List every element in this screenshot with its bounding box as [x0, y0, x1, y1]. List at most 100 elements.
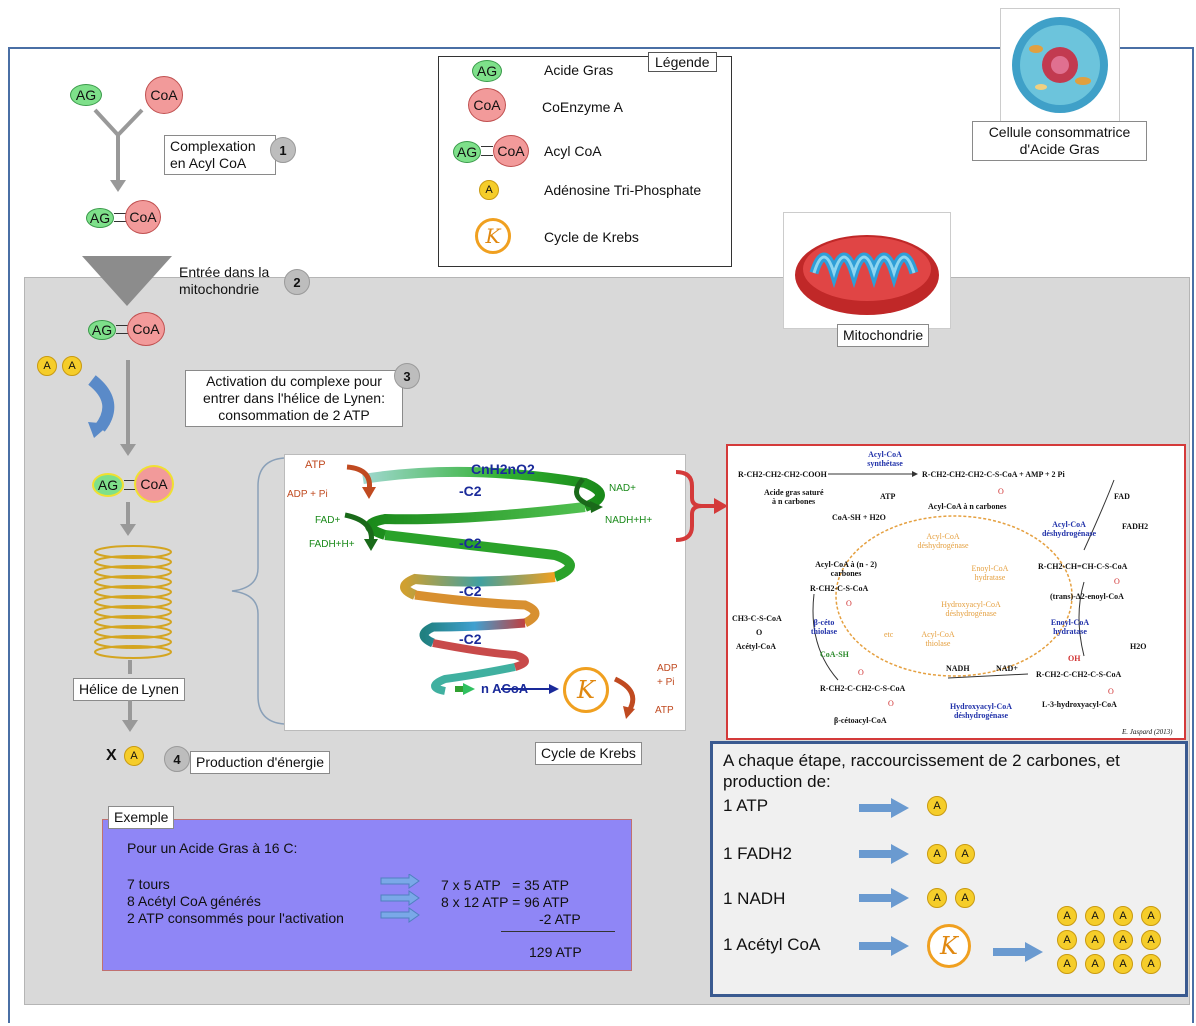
chem-s5b: β-cétoacyl-CoA — [834, 716, 887, 725]
bond-icon — [124, 480, 136, 490]
atp-icon: A — [1057, 954, 1077, 974]
atp-icon: A — [1085, 954, 1105, 974]
legend-krebs-icon: K — [475, 218, 511, 254]
chem-inner2: Enoyl-CoA hydratase — [971, 564, 1009, 582]
chem-enz3: Enoyl-CoA hydratase — [1050, 618, 1090, 636]
example-result: -2 ATP — [539, 911, 581, 927]
atp-icon: A — [1113, 906, 1133, 926]
chem-enz1: Acyl-CoA synthétase — [867, 450, 903, 468]
chem-o: O — [998, 487, 1004, 496]
chem-coash: CoA-SH + H2O — [832, 513, 886, 522]
summary-krebs-icon: K — [927, 924, 971, 968]
spiral-c2: -C2 — [459, 483, 482, 499]
chem-o: O — [1108, 687, 1114, 696]
chem-s2b: Acyl-CoA à n carbones — [928, 502, 1007, 511]
chem-s1c: à n carbones — [772, 497, 816, 506]
helix-label: Hélice de Lynen — [73, 678, 185, 701]
step-4-badge: 4 — [164, 746, 190, 772]
spiral-fad: FAD+ — [315, 515, 341, 526]
chem-etc: etc — [884, 630, 894, 639]
spiral-c2: -C2 — [459, 583, 482, 599]
example-total: 129 ATP — [529, 944, 582, 960]
chem-s7: Acyl-CoA à (n - 2) carbones — [815, 560, 877, 578]
atp-icon: A — [1141, 954, 1161, 974]
step-2-badge: 2 — [284, 269, 310, 295]
down-arrow — [120, 502, 136, 536]
chem-s4: R-CH2-C-CH2-C-S-CoA — [1036, 670, 1122, 679]
bond-icon — [481, 146, 493, 156]
legend-acyl-coa-icon: CoA — [493, 135, 529, 167]
chem-s3b: (trans)-Δ2-enoyl-CoA — [1050, 592, 1124, 601]
legend-label-atp: Adénosine Tri-Phosphate — [544, 182, 702, 198]
example-arrows — [380, 874, 420, 923]
chem-h2o: H2O — [1130, 642, 1147, 651]
activated-coa: CoA — [134, 465, 174, 503]
spiral-pi2: + Pi — [657, 677, 675, 688]
chem-o: O — [858, 668, 864, 677]
legend-ag-icon: AG — [472, 60, 502, 82]
example-result: 8 x 12 ATP = 96 ATP — [441, 894, 570, 910]
bond-icon — [116, 325, 128, 334]
chem-oh: OH — [1068, 654, 1081, 663]
example-box: Pour un Acide Gras à 16 C: 7 tours 8 Acé… — [102, 819, 632, 971]
bracket — [231, 457, 285, 725]
summary-row-label: 1 Acétyl CoA — [723, 935, 821, 954]
chem-nadh: NADH — [946, 664, 970, 673]
down-arrow — [120, 360, 136, 456]
example-line: 2 ATP consommés pour l'activation — [127, 910, 344, 926]
chem-atp: ATP — [880, 492, 896, 501]
merge-arrow — [93, 108, 144, 192]
down-arrow — [122, 660, 138, 732]
legend-label-coa: CoEnzyme A — [542, 99, 623, 115]
atp-icon: A — [955, 888, 975, 908]
step-3-label: Activation du complexe pour entrer dans … — [185, 370, 403, 427]
spiral-fadh: FADH+H+ — [309, 539, 355, 550]
chem-o: O — [846, 599, 852, 608]
spiral-krebs-icon: K — [563, 667, 609, 713]
atp-icon: A — [927, 888, 947, 908]
step-2-label: Entrée dans la mitochondrie — [179, 264, 270, 297]
atp-icon: A — [927, 796, 947, 816]
chem-enz4: Hydroxyacyl-CoA déshydrogénase — [949, 702, 1013, 720]
chem-fadh2: FADH2 — [1122, 522, 1149, 531]
cycle-lines — [812, 471, 1115, 681]
chem-fad: FAD — [1114, 492, 1130, 501]
step-4-label: Production d'énergie — [190, 751, 330, 774]
legend-atp-icon: A — [479, 180, 499, 200]
summary-row-label: 1 ATP — [723, 796, 769, 815]
krebs-caption: Cycle de Krebs — [535, 742, 642, 765]
chem-enz5: β-céto thiolase — [810, 618, 838, 636]
atp-icon: A — [927, 844, 947, 864]
spiral-atp: ATP — [305, 459, 326, 471]
chem-s1b: Acide gras saturé — [764, 488, 824, 497]
atp-icon: A — [1113, 954, 1133, 974]
summary-row-label: 1 NADH — [723, 889, 786, 908]
chem-coash2: CoA-SH — [820, 650, 849, 659]
chem-s7b: R-CH2-C-S-CoA — [810, 584, 869, 593]
example-result: 7 x 5 ATP = 35 ATP — [441, 877, 570, 893]
cell-image — [1000, 8, 1120, 122]
lynen-helix-icon — [94, 545, 172, 659]
multiplier-x: X — [106, 747, 117, 764]
atp-icon: A — [1057, 906, 1077, 926]
beta-oxidation-chemistry: R-CH2-CH2-CH2-COOH Acide gras saturé à n… — [726, 444, 1186, 740]
chem-o: O — [756, 628, 763, 637]
legend-acyl-ag-icon: AG — [453, 141, 481, 163]
legend-coa-icon: CoA — [468, 88, 506, 122]
legend-title: Légende — [648, 52, 717, 72]
acylcoa-ag: AG — [86, 208, 114, 228]
atp-icon: A — [1113, 930, 1133, 950]
acylcoa-coa: CoA — [125, 200, 161, 234]
legend-label-ag: Acide Gras — [544, 62, 614, 78]
beta-oxidation-spiral: CnH2nO2 -C2 -C2 -C2 -C2 ATP ADP + Pi FAD… — [284, 454, 686, 731]
expand-arrow — [675, 470, 728, 542]
spiral-adp2: ADP — [657, 663, 678, 674]
summary-arrows — [859, 798, 1043, 962]
atp-icon: A — [955, 844, 975, 864]
atp-icon: A — [124, 746, 144, 766]
chem-s3: R-CH2-CH=CH-C-S-CoA — [1038, 562, 1128, 571]
summary-title: A chaque étape, raccourcissement de 2 ca… — [723, 751, 1120, 791]
consumption-arrow-icon — [88, 375, 115, 438]
mitochondria-image — [783, 212, 951, 329]
chem-s1: R-CH2-CH2-CH2-COOH — [738, 470, 827, 479]
